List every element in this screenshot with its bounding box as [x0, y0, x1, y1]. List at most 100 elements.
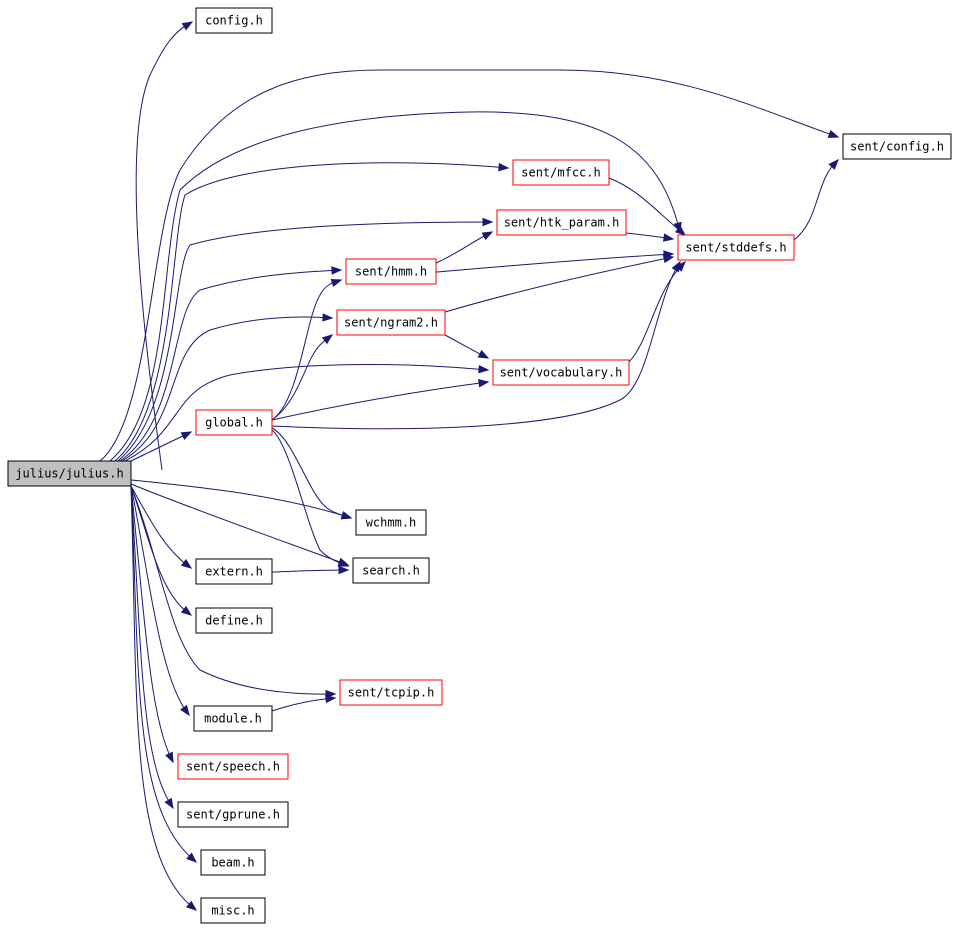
edge-line [271, 697, 336, 712]
node-sent-hmm[interactable]: sent/hmm.h [345, 258, 437, 285]
edge-line [130, 485, 192, 569]
node-extern[interactable]: extern.h [195, 558, 273, 585]
edge-line [435, 231, 493, 264]
node-label: sent/tcpip.h [348, 686, 435, 700]
node-box [200, 849, 266, 876]
node-box [842, 133, 952, 160]
node-label: define.h [205, 614, 263, 628]
node-julius: julius/julius.h [7, 460, 132, 487]
arrowhead [498, 162, 510, 172]
node-search[interactable]: search.h [352, 557, 430, 584]
edge-julius-to-wchmm [130, 479, 353, 520]
edge-global-to-search [271, 429, 350, 567]
arrowhead [478, 364, 490, 374]
node-label: global.h [205, 416, 263, 430]
node-sent-speech[interactable]: sent/speech.h [177, 753, 289, 780]
edge-julius-to-global [130, 431, 193, 462]
edge-julius-to-misc [130, 485, 198, 911]
edge-line [271, 429, 349, 567]
edge-global-to-sent-hmm [271, 278, 343, 421]
edge-global-to-sent-ngram2 [271, 334, 334, 421]
node-box [512, 159, 610, 186]
node-label: sent/htk_param.h [504, 216, 620, 230]
arrowhead [337, 558, 350, 567]
node-sent-vocabulary[interactable]: sent/vocabulary.h [492, 359, 630, 386]
edge-global-to-sent-vocabulary [271, 379, 490, 421]
node-box [496, 209, 627, 236]
node-global[interactable]: global.h [195, 409, 273, 436]
arrowhead [180, 704, 190, 717]
edge-sent-ngram2-to-sent-stddefs [444, 254, 675, 313]
node-box [345, 258, 437, 285]
node-label: misc.h [211, 904, 254, 918]
arrowhead [340, 511, 353, 520]
node-label: search.h [362, 564, 420, 578]
node-sent-htk-param[interactable]: sent/htk_param.h [496, 209, 627, 236]
edge-line [130, 485, 174, 809]
edge-line [271, 279, 342, 421]
arrowhead [185, 900, 198, 911]
edge-line [130, 485, 190, 716]
arrowhead [481, 231, 494, 241]
edge-julius-to-sent-config [99, 69, 840, 462]
node-label: sent/speech.h [186, 760, 280, 774]
node-label: julius/julius.h [15, 467, 123, 481]
arrowhead [662, 254, 675, 264]
node-box [200, 897, 266, 924]
edge-line [130, 485, 197, 863]
edge-line [130, 485, 336, 695]
node-label: config.h [205, 14, 263, 28]
edge-line [271, 427, 352, 519]
edge-line [99, 69, 839, 462]
edge-sent-stddefs-to-sent-config [793, 158, 839, 241]
node-module[interactable]: module.h [193, 705, 273, 732]
node-box [195, 409, 273, 436]
node-box [355, 509, 427, 536]
edge-line [435, 253, 674, 273]
node-sent-stddefs[interactable]: sent/stddefs.h [677, 234, 795, 261]
edge-sent-ngram2-to-sent-vocabulary [444, 334, 490, 359]
edge-line [271, 334, 333, 421]
node-sent-config[interactable]: sent/config.h [842, 133, 952, 160]
node-define[interactable]: define.h [195, 607, 273, 634]
node-label: wchmm.h [366, 516, 417, 530]
edge-sent-mfcc-to-sent-stddefs [608, 177, 687, 236]
edge-module-to-sent-tcpip [271, 694, 337, 712]
node-label: sent/ngram2.h [344, 316, 438, 330]
node-label: extern.h [205, 565, 263, 579]
edge-line [119, 269, 342, 462]
arrowhead [828, 158, 839, 170]
edge-line [130, 485, 174, 763]
edge-julius-to-beam [130, 485, 198, 863]
edge-line [271, 261, 681, 430]
arrowhead [321, 334, 334, 345]
node-box [177, 753, 289, 780]
node-box [339, 679, 443, 706]
node-sent-mfcc[interactable]: sent/mfcc.h [512, 159, 610, 186]
arrowhead [331, 266, 343, 275]
edge-sent-htk-param-to-sent-stddefs [625, 232, 675, 242]
arrowhead [165, 751, 174, 764]
node-wchmm[interactable]: wchmm.h [355, 509, 427, 536]
arrowhead [671, 260, 681, 273]
arrowhead [186, 852, 198, 863]
arrowhead [674, 225, 687, 236]
node-box [195, 607, 273, 634]
node-sent-gprune[interactable]: sent/gprune.h [177, 801, 289, 828]
node-label: sent/vocabulary.h [500, 366, 623, 380]
node-beam[interactable]: beam.h [200, 849, 266, 876]
arrowhead [827, 129, 840, 138]
arrowhead [330, 278, 343, 288]
edge-sent-hmm-to-sent-htk-param [435, 231, 494, 264]
edge-julius-to-sent-ngram2 [121, 313, 334, 462]
node-config[interactable]: config.h [195, 7, 273, 34]
node-label: module.h [204, 712, 262, 726]
node-sent-tcpip[interactable]: sent/tcpip.h [339, 679, 443, 706]
node-sent-ngram2[interactable]: sent/ngram2.h [336, 309, 446, 336]
arrowhead [662, 233, 675, 242]
edge-line [121, 316, 333, 462]
node-box [492, 359, 630, 386]
node-misc[interactable]: misc.h [200, 897, 266, 924]
node-label: sent/config.h [850, 140, 944, 154]
